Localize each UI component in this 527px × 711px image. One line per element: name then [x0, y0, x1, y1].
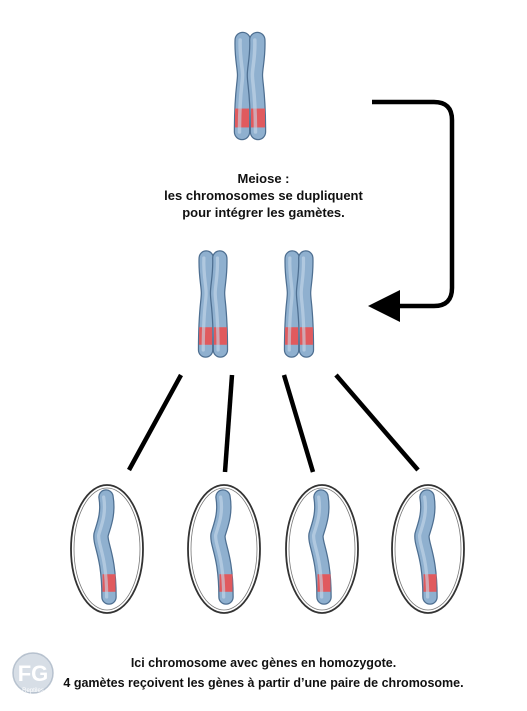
gamete-connector-line	[127, 373, 183, 472]
gamete-chromatid	[93, 489, 117, 605]
chromatid-body	[415, 490, 437, 604]
bottom-line-2: 4 gamètes reçoivent les gènes à partir d…	[63, 676, 464, 690]
gamete-ellipse-inner	[394, 487, 462, 611]
chromatid-body	[285, 251, 301, 357]
gamete	[187, 484, 261, 614]
gamete	[285, 484, 359, 614]
duplication-arrowhead-icon	[368, 290, 400, 322]
chromatid-body	[247, 33, 265, 139]
meiose-line-1: les chromosomes se dupliquent	[164, 188, 363, 203]
chromatid-body	[297, 251, 313, 357]
gene-band	[285, 327, 299, 345]
gamete-ellipse-inner	[73, 487, 141, 611]
chromatid-body	[199, 251, 215, 357]
gene-band	[235, 108, 250, 128]
gamete	[391, 484, 465, 614]
gamete	[70, 484, 144, 614]
gamete-chromatid	[308, 489, 332, 605]
chromatid-highlight	[201, 256, 208, 352]
meiose-caption: Meiose : les chromosomes se dupliquent p…	[0, 170, 527, 221]
duplication-arrow-line	[372, 99, 455, 309]
fg-reptiles-logo: FG Reptiles	[12, 652, 54, 694]
chromatid-highlight	[237, 38, 245, 134]
duplicated-chromosome-2	[283, 250, 315, 358]
chromatid-body	[94, 490, 116, 604]
gamete-connector-line	[334, 373, 420, 472]
chromatid-left	[197, 250, 217, 358]
chromatid-left	[233, 31, 254, 141]
gene-band	[199, 327, 213, 345]
chromatid-right	[295, 250, 315, 358]
chromatid-right	[246, 31, 267, 141]
parent-chromosome	[233, 31, 267, 141]
chromatid-highlight	[418, 495, 430, 599]
gamete-connector-line	[222, 374, 235, 473]
chromatid-body	[309, 490, 331, 604]
duplicated-chromosomes	[197, 250, 315, 358]
duplicated-chromosome-1	[197, 250, 229, 358]
gene-band	[250, 108, 265, 128]
logo-sub: Reptiles	[22, 688, 44, 694]
bottom-line-1: Ici chromosome avec gènes en homozygote.	[130, 656, 397, 670]
chromatid-highlight	[299, 256, 306, 352]
chromatid-highlight	[287, 256, 294, 352]
gamete-chromatid	[210, 489, 234, 605]
chromatid-left	[283, 250, 303, 358]
gametes	[70, 484, 465, 614]
gene-band	[213, 327, 227, 345]
bottom-caption: Ici chromosome avec gènes en homozygote.…	[0, 653, 527, 693]
meiose-title: Meiose :	[237, 171, 290, 186]
chromatid-highlight	[312, 495, 324, 599]
gamete-ellipse-inner	[288, 487, 356, 611]
chromatid-body	[235, 33, 253, 139]
gene-band	[299, 327, 313, 345]
chromatid-body	[211, 251, 227, 357]
chromatid-right	[209, 250, 229, 358]
meiose-line-2: pour intégrer les gamètes.	[182, 205, 345, 220]
chromatid-highlight	[214, 495, 226, 599]
gamete-ellipse-inner	[190, 487, 258, 611]
logo-mark: FG	[18, 661, 49, 686]
chromatid-highlight	[213, 256, 220, 352]
parent-chromosome-pair	[233, 31, 267, 141]
gamete-chromatid	[414, 489, 438, 605]
chromatid-highlight	[250, 38, 258, 134]
chromatid-highlight	[97, 495, 109, 599]
chromatid-body	[211, 490, 233, 604]
gamete-connector-line	[281, 374, 316, 473]
